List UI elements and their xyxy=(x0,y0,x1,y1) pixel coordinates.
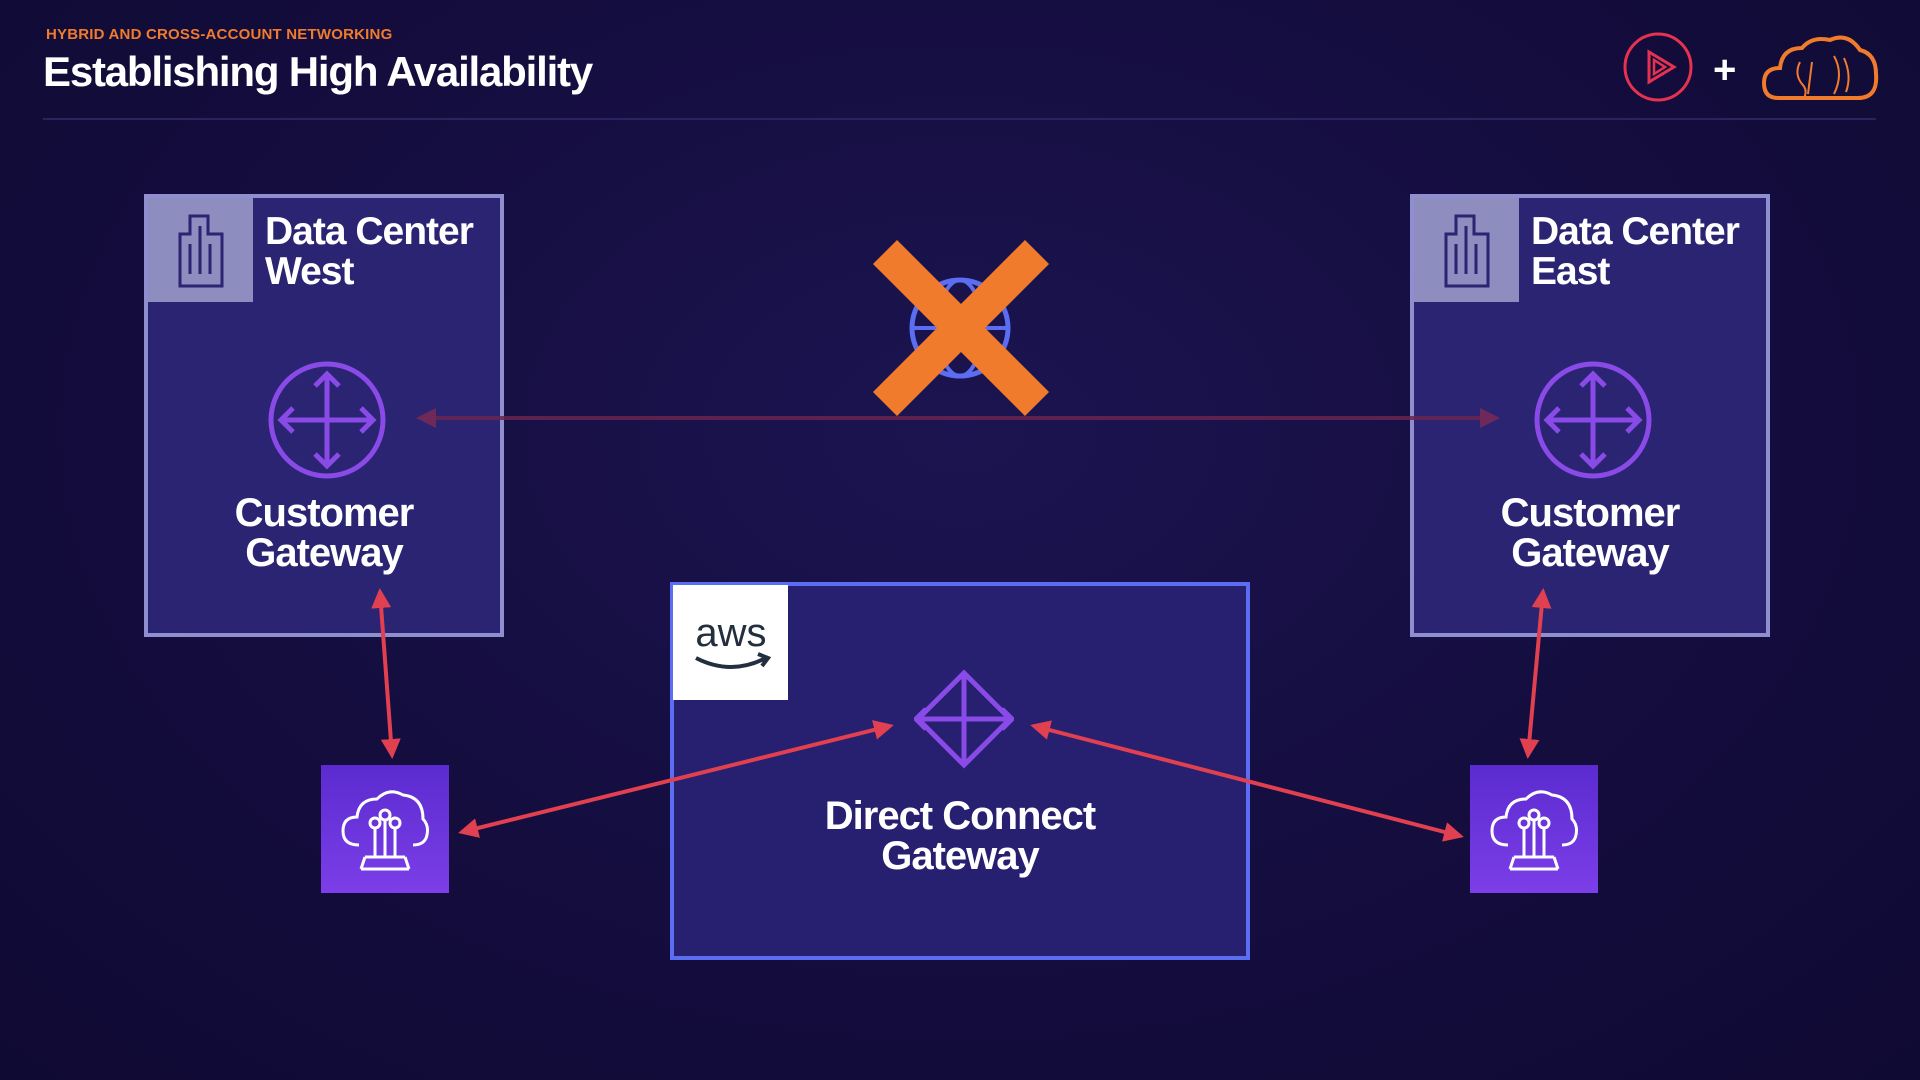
direct-connect-location-icon xyxy=(1490,790,1578,871)
link-west-dxgw xyxy=(458,720,894,838)
customer-gateway-label: Customer Gateway xyxy=(1414,493,1766,573)
customer-gateway-icon xyxy=(1534,361,1652,479)
customer-gateway-label: Customer Gateway xyxy=(148,493,500,573)
play-circle-icon xyxy=(1623,32,1693,102)
cloud-icon xyxy=(1761,35,1879,100)
data-center-name: Data Center West xyxy=(265,210,474,293)
link-east-vertical xyxy=(1519,588,1552,759)
dc-name-line1: Data Center xyxy=(1531,210,1740,253)
dc-name-line2: East xyxy=(1531,250,1610,293)
aws-logo-text: aws xyxy=(695,611,766,655)
link-dxgw-east xyxy=(1030,720,1464,842)
dc-name-line1: Data Center xyxy=(265,210,474,253)
gateway-label-line1: Customer xyxy=(234,491,415,535)
aws-logo-mark: aws xyxy=(694,611,771,669)
building-icon-box xyxy=(1414,198,1519,302)
direct-connect-location-icon xyxy=(341,790,429,871)
gateway-label-line2: Gateway xyxy=(245,531,404,575)
customer-gateway-icon xyxy=(268,361,386,479)
link-west-vertical xyxy=(371,588,401,759)
brand-plus-sign: + xyxy=(1713,48,1737,92)
building-icon xyxy=(1444,214,1489,288)
data-center-name: Data Center East xyxy=(1531,210,1740,293)
title-divider xyxy=(43,118,1876,120)
building-icon xyxy=(178,214,223,288)
dcg-label-line2: Gateway xyxy=(881,834,1040,878)
direct-connect-location-west xyxy=(321,765,449,893)
direct-connect-gateway-icon xyxy=(914,669,1014,769)
aws-logo: aws xyxy=(673,585,788,700)
building-icon-box xyxy=(148,198,253,302)
slide-title: Establishing High Availability xyxy=(43,48,593,95)
dc-name-line2: West xyxy=(265,250,354,293)
gateway-label-line2: Gateway xyxy=(1511,531,1670,575)
gateway-label-line1: Customer xyxy=(1500,491,1681,535)
x-mark-icon xyxy=(872,239,1050,417)
section-kicker: HYBRID AND CROSS-ACCOUNT NETWORKING xyxy=(46,26,393,43)
direct-connect-location-east xyxy=(1470,765,1598,893)
